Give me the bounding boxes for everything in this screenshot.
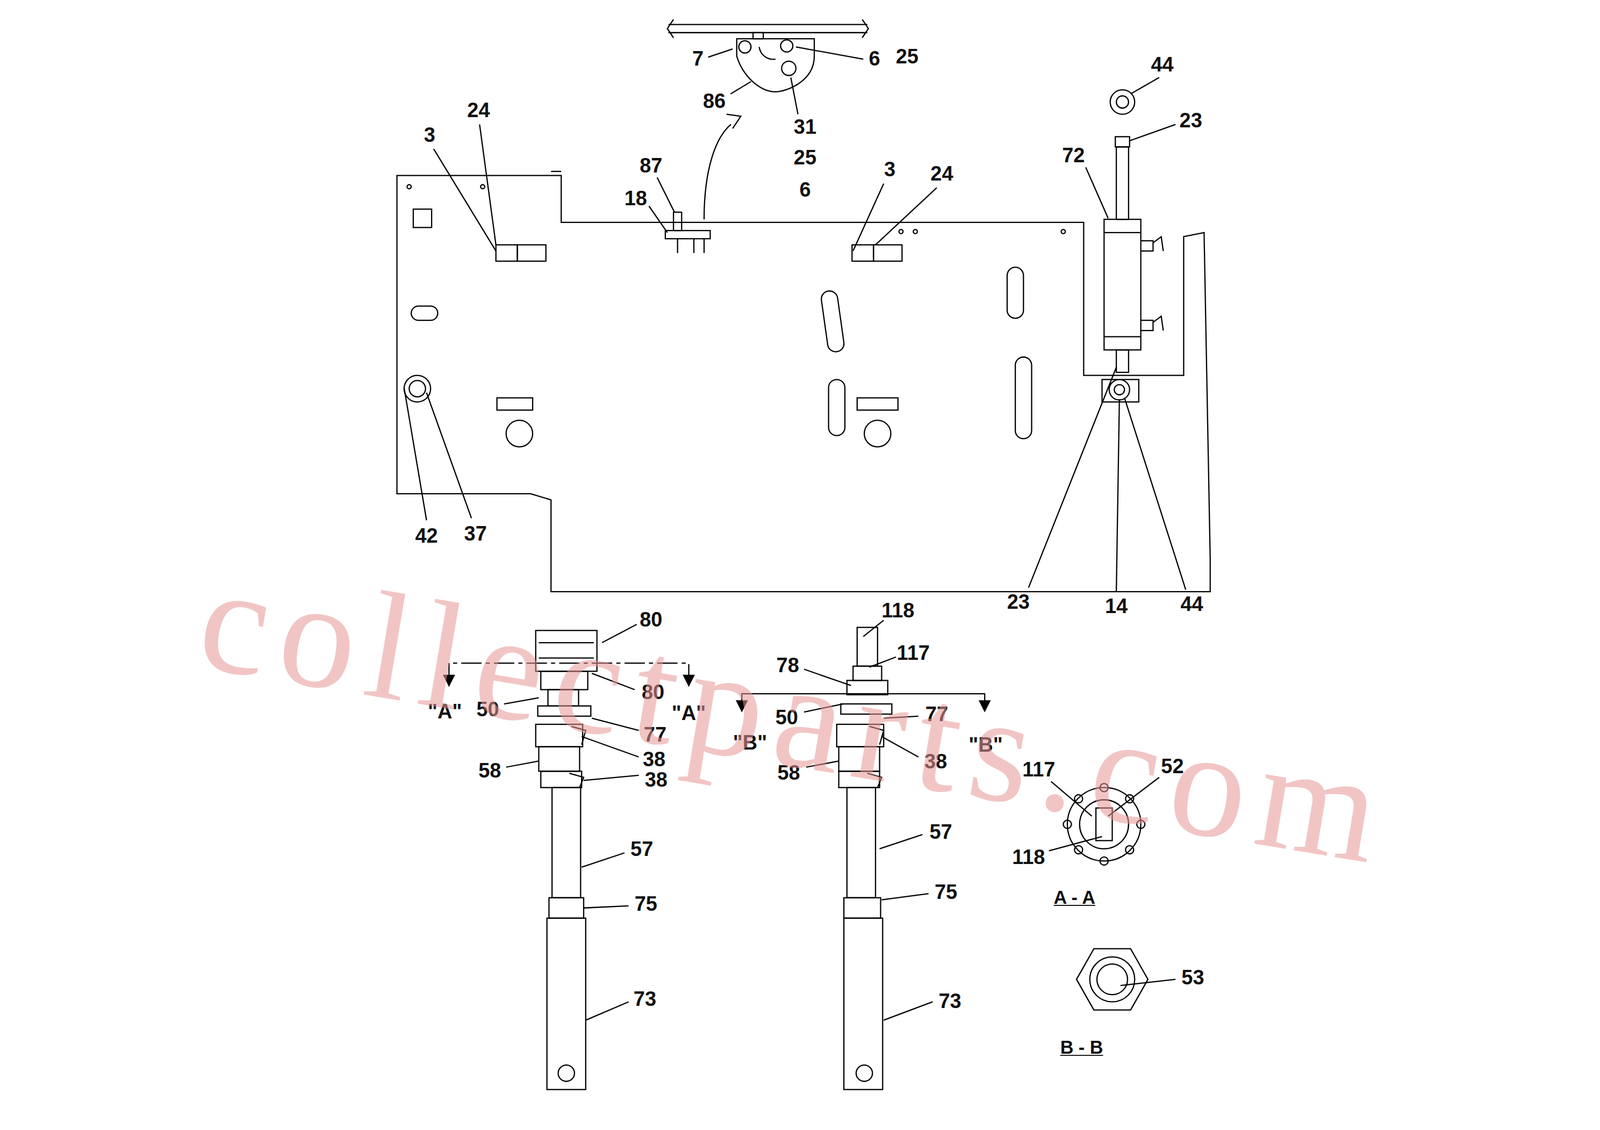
callout-number: 118 bbox=[1012, 847, 1045, 868]
rod-eye bbox=[1109, 379, 1130, 400]
rail bbox=[668, 23, 868, 25]
plate-slot bbox=[857, 397, 899, 411]
callout-number: 44 bbox=[1180, 593, 1203, 615]
leader-lines bbox=[404, 46, 1186, 1021]
bolt bbox=[677, 238, 679, 254]
plate-slot bbox=[820, 290, 845, 354]
callout-number: 58 bbox=[478, 759, 501, 781]
switch bbox=[517, 245, 547, 262]
callout-number: 75 bbox=[934, 881, 958, 902]
section-title: B - B bbox=[1060, 1038, 1104, 1058]
callout-number: 7 bbox=[692, 47, 704, 69]
callout-number: 24 bbox=[930, 163, 953, 184]
rail bbox=[668, 32, 868, 34]
callout-number: 73 bbox=[938, 991, 961, 1012]
plate-edge bbox=[550, 170, 562, 172]
fitting bbox=[1141, 236, 1164, 251]
callout-number: 44 bbox=[1150, 54, 1174, 75]
switch bbox=[873, 245, 902, 262]
callout-number: 3 bbox=[884, 159, 896, 180]
callout-number: 23 bbox=[1179, 110, 1203, 131]
plate-hole bbox=[899, 229, 904, 234]
callout-number: 38 bbox=[644, 769, 668, 791]
bolt bbox=[703, 238, 705, 254]
callout-number: 118 bbox=[881, 599, 915, 621]
plate-hole bbox=[913, 229, 918, 234]
callout-number: 73 bbox=[633, 988, 657, 1010]
callout-number: 37 bbox=[464, 523, 487, 544]
cylinder bbox=[1103, 219, 1141, 350]
callout-number: 18 bbox=[624, 187, 648, 208]
bolt-head bbox=[738, 40, 752, 54]
callout-number: 53 bbox=[1181, 967, 1204, 988]
callout-number: 24 bbox=[467, 99, 490, 121]
callout-number: 31 bbox=[793, 116, 817, 137]
plate-boss bbox=[864, 420, 891, 447]
cylinder bbox=[1103, 232, 1141, 234]
plate-slot bbox=[828, 379, 845, 436]
bolt bbox=[693, 238, 695, 254]
plate-outline bbox=[397, 175, 1211, 593]
bearing bbox=[404, 375, 431, 403]
callout-number: 23 bbox=[1007, 591, 1030, 613]
plate-slot bbox=[1007, 267, 1024, 319]
callout-number: 42 bbox=[414, 525, 438, 547]
callout-number: 75 bbox=[634, 893, 658, 915]
switch bbox=[496, 245, 518, 262]
callout-number: 57 bbox=[630, 838, 654, 860]
slot-arc bbox=[759, 46, 776, 60]
bolt-head bbox=[780, 39, 793, 53]
plate-hole bbox=[413, 209, 432, 228]
rod-eye bbox=[1114, 384, 1125, 396]
callout-number: 14 bbox=[1105, 596, 1128, 617]
callout-number: 86 bbox=[702, 90, 726, 112]
plate-hole bbox=[480, 184, 485, 190]
plate-hole bbox=[1061, 229, 1066, 234]
callout-number: 6 bbox=[869, 47, 881, 69]
bearing bbox=[409, 380, 426, 397]
plate-hole bbox=[407, 184, 412, 190]
bracket bbox=[665, 230, 711, 239]
section-title: A - A bbox=[1053, 888, 1096, 908]
callout-number: 87 bbox=[639, 155, 663, 176]
plate-slot bbox=[497, 397, 533, 411]
fitting bbox=[1141, 316, 1164, 332]
plate-slot bbox=[411, 306, 438, 321]
rod-nut bbox=[1115, 136, 1130, 147]
arrow-head bbox=[726, 114, 742, 129]
callout-number: 72 bbox=[1062, 145, 1085, 166]
detail-mount bbox=[752, 32, 764, 39]
rod bbox=[1116, 146, 1129, 220]
cylinder bbox=[1103, 335, 1141, 337]
plate-boss bbox=[506, 420, 533, 447]
curved-arrow bbox=[704, 120, 737, 220]
callout-number: 6 bbox=[799, 179, 811, 200]
callout-number: 3 bbox=[424, 124, 436, 146]
plate-slot bbox=[1015, 357, 1032, 440]
watermark: collectparts.com bbox=[189, 539, 1402, 889]
rod-eye bbox=[1116, 95, 1129, 109]
callout-number: 57 bbox=[929, 821, 952, 842]
rail-end bbox=[667, 19, 869, 38]
callout-number: 25 bbox=[793, 146, 817, 168]
bolt-head bbox=[781, 61, 796, 76]
bracket bbox=[673, 212, 682, 231]
callout-number: 25 bbox=[895, 45, 919, 67]
rod bbox=[1116, 349, 1129, 373]
